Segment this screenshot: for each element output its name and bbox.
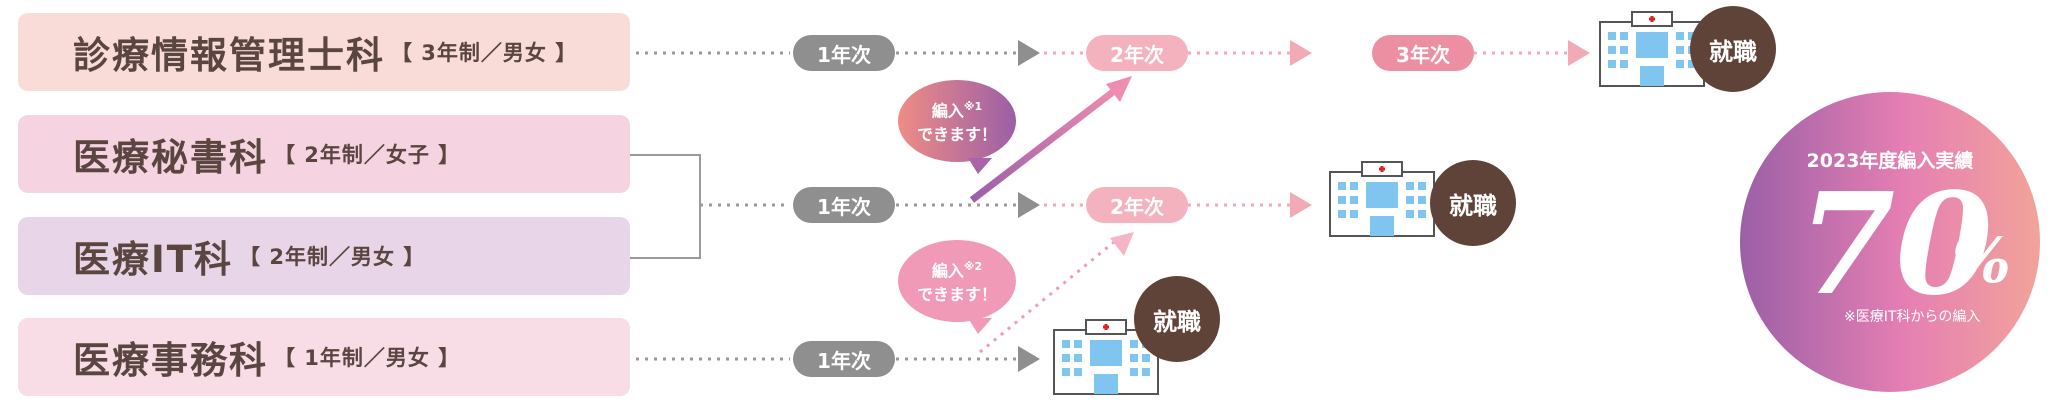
stat-title: 2023年度編入実績 — [1806, 150, 1974, 172]
course-name: 診療情報管理士科 — [73, 34, 385, 77]
transfer-arrow-head — [1106, 76, 1132, 102]
bubble-line1: 編入 — [931, 261, 964, 281]
bracket-line — [630, 154, 701, 259]
arrow-triangle — [1568, 40, 1590, 66]
stat-value: 70 — [1798, 163, 1993, 327]
course-box-medical-secretary: 医療秘書科 【 2年制／女子 】 — [18, 115, 630, 193]
year3-pill: 3年次 — [1372, 35, 1474, 71]
course-name: 医療IT科 — [73, 238, 234, 281]
course-box-medical-it: 医療IT科 【 2年制／男女 】 — [18, 217, 630, 295]
employment-badge: 就職 — [1690, 6, 1776, 92]
bubble-mark: ※2 — [963, 259, 983, 273]
course-box-medical-office: 医療事務科 【 1年制／男女 】 — [18, 318, 630, 396]
bubble-line2: できます！ — [916, 125, 997, 145]
employment-badge: 就職 — [1430, 160, 1516, 246]
transfer-bubble-2: 編入※2 できます！ — [898, 240, 1016, 322]
arrow-triangle — [1290, 40, 1312, 66]
course-meta: 【 3年制／男女 】 — [391, 41, 578, 65]
course-meta: 【 1年制／男女 】 — [274, 346, 461, 370]
arrow-triangle — [1018, 192, 1040, 218]
year1-pill: 1年次 — [793, 187, 895, 223]
transfer-arrow-shaft — [969, 85, 1121, 203]
year1-pill: 1年次 — [793, 341, 895, 377]
employment-badge: 就職 — [1134, 276, 1220, 362]
bubble-tail — [968, 318, 992, 334]
arrow-triangle — [1018, 40, 1040, 66]
arrow-triangle — [1290, 192, 1312, 218]
hospital-icon — [1329, 161, 1435, 237]
transfer-bubble-1: 編入※1 できます！ — [898, 80, 1016, 162]
course-box-health-info-manager: 診療情報管理士科 【 3年制／男女 】 — [18, 13, 630, 91]
year2-pill: 2年次 — [1086, 187, 1188, 223]
transfer-dotted-arrow-head — [1110, 232, 1134, 256]
year1-pill: 1年次 — [793, 35, 895, 71]
hospital-icon — [1053, 319, 1159, 395]
arrow-triangle — [1018, 346, 1040, 372]
bubble-tail — [968, 158, 992, 174]
bubble-line1: 編入 — [931, 101, 964, 121]
bubble-line2: できます！ — [916, 285, 997, 305]
stat-unit: % — [1952, 224, 2011, 297]
transfer-dotted-arrow — [979, 240, 1115, 354]
course-name: 医療秘書科 — [73, 136, 268, 179]
bubble-mark: ※1 — [963, 99, 983, 113]
transfer-rate-circle: 2023年度編入実績 70 % ※医療IT科からの編入 — [1740, 92, 2040, 392]
course-meta: 【 2年制／男女 】 — [239, 245, 426, 269]
stat-note: ※医療IT科からの編入 — [1844, 309, 1981, 325]
year2-pill: 2年次 — [1086, 35, 1188, 71]
course-name: 医療事務科 — [73, 339, 268, 382]
course-meta: 【 2年制／女子 】 — [274, 143, 461, 167]
hospital-icon — [1599, 11, 1705, 87]
